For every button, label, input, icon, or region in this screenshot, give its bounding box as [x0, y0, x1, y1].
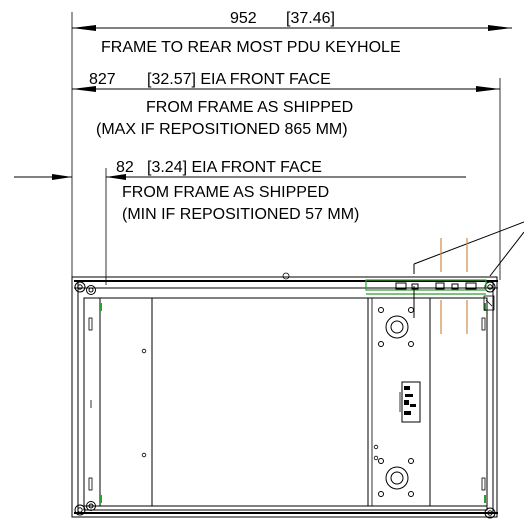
- arrowhead-952-right: [488, 25, 512, 31]
- arrowhead-827-right: [476, 86, 500, 92]
- dimension-952: 952 [37.46] FRAME TO REAR MOST PDU KEYHO…: [72, 10, 512, 56]
- upper-fitting-bolt-tr: [408, 307, 414, 313]
- upper-fitting-bolt-bl: [378, 341, 384, 347]
- dimension-82: 82 [3.24] EIA FRONT FACE FROM FRAME AS S…: [14, 159, 466, 223]
- corner-bolt-bottom-left-outer: [74, 504, 86, 516]
- dimension-82-line2: (MIN IF REPOSITIONED 57 MM): [122, 206, 359, 223]
- callout-leader-diagonal: [413, 221, 524, 265]
- label-plate-block-5: [404, 411, 411, 415]
- right-bracket: [483, 295, 495, 311]
- pdu-bracket-block-3: [435, 282, 445, 290]
- lower-fitting-bolt-tl: [378, 458, 384, 464]
- corner-bolt-bottom-left-2-outer: [86, 501, 96, 511]
- right-green-mark-bottom: [484, 495, 486, 503]
- corner-bolt-bottom-left-inner: [77, 507, 83, 513]
- corner-bolt-top-left-inner: [77, 284, 83, 290]
- upper-fitting-inner: [390, 320, 404, 334]
- lower-fitting-inner: [390, 471, 404, 485]
- callout-leaders: [413, 221, 524, 277]
- left-panel-hole-lower: [141, 452, 147, 458]
- corner-bolt-top-left-2-outer: [86, 285, 96, 295]
- dimension-827-line1: FROM FRAME AS SHIPPED: [146, 99, 353, 116]
- arrowhead-827-left: [72, 86, 96, 92]
- dimension-952-caption: FRAME TO REAR MOST PDU KEYHOLE: [101, 39, 401, 56]
- left-panel-outline: [99, 297, 153, 507]
- pdu-bracket-block-5: [465, 282, 477, 290]
- mid-hole-lower: [373, 455, 379, 461]
- lower-fitting-bolt-tr: [408, 458, 414, 464]
- arrowhead-952-left: [72, 25, 96, 31]
- corner-bolt-top-right-outer: [484, 281, 496, 293]
- corner-bolt-bottom-left-2-inner: [88, 503, 94, 509]
- left-side-panel: [88, 297, 153, 507]
- label-plate-block-4: [410, 404, 416, 407]
- arrowhead-82-right: [106, 174, 126, 180]
- upper-fitting-outer: [385, 315, 409, 339]
- frame-inner-outline: [83, 297, 488, 511]
- dimension-82-inches: [3.24] EIA FRONT FACE: [147, 159, 322, 176]
- label-plate-block-2: [405, 394, 413, 397]
- dimension-82-value: 82: [116, 159, 134, 176]
- left-rail-slot-1: [88, 317, 93, 331]
- right-rail-slot-1: [481, 317, 486, 331]
- arrowhead-82-left: [52, 174, 72, 180]
- pdu-bracket-assembly: [365, 238, 487, 334]
- dimension-827: 827 [32.57] EIA FRONT FACE FROM FRAME AS…: [72, 71, 500, 138]
- frame-outer-outline: [71, 276, 498, 518]
- label-plate-block-1: [404, 386, 410, 390]
- dimension-952-inches: [37.46]: [286, 10, 335, 27]
- dimension-952-value: 952: [230, 10, 257, 27]
- frame-body: [71, 272, 498, 518]
- upper-fitting-bolt-br: [408, 341, 414, 347]
- corner-bolt-top-left-2-inner: [88, 287, 94, 293]
- right-rail-slot-2: [481, 477, 486, 491]
- lower-fitting-bolt-bl: [378, 491, 384, 497]
- lower-fitting-outer: [385, 466, 409, 490]
- lower-fitting-bolt-br: [408, 491, 414, 497]
- upper-fitting-bolt-tl: [378, 307, 384, 313]
- pdu-bracket-outline: [365, 279, 487, 291]
- corner-bolt-bottom-right-outer: [484, 507, 496, 519]
- right-side-rail: [481, 295, 495, 503]
- pdu-bracket-block-1: [395, 282, 407, 290]
- pdu-column-outline: [367, 297, 431, 507]
- top-center-feature: [282, 272, 290, 280]
- pdu-bracket-block-2: [411, 283, 419, 290]
- right-bracket-detail: [485, 299, 493, 307]
- dimension-827-inches: [32.57] EIA FRONT FACE: [147, 71, 331, 88]
- corner-fasteners: [74, 281, 496, 519]
- pdu-mount-column: [367, 297, 431, 507]
- label-plate-block-3: [404, 400, 409, 405]
- mid-hole-upper: [373, 444, 379, 450]
- pdu-bracket-block-4: [451, 283, 459, 290]
- dimension-827-line2: (MAX IF REPOSITIONED 865 MM): [96, 121, 348, 138]
- callout-leader-diagonal-lower: [489, 231, 524, 277]
- left-panel-hole-upper: [141, 348, 147, 354]
- right-green-mark-top: [484, 303, 486, 311]
- corner-bolt-top-right-inner: [487, 284, 493, 290]
- left-green-mark-top: [100, 303, 102, 311]
- dimension-827-value: 827: [89, 71, 116, 88]
- corner-bolt-bottom-right-inner: [487, 510, 493, 516]
- corner-bolt-top-left-outer: [74, 281, 86, 293]
- left-green-mark-bottom: [100, 495, 102, 503]
- label-plate: [401, 381, 421, 423]
- dimension-82-line1: FROM FRAME AS SHIPPED: [122, 184, 329, 201]
- left-rail-slot-2: [88, 477, 93, 491]
